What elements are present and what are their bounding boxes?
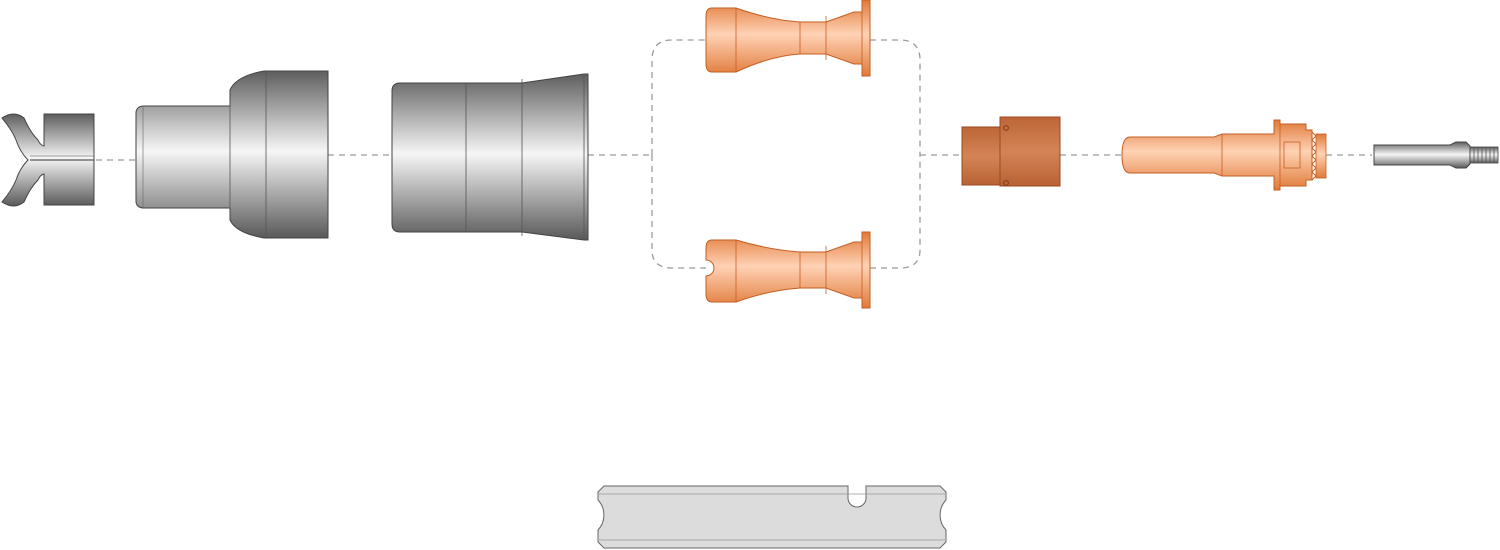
guide-branch-top-right: [870, 39, 921, 155]
swirl-ring-icon: [961, 116, 1061, 187]
removal-tool-icon: [597, 485, 947, 549]
guide-branch-top-left: [651, 39, 706, 155]
retaining-cap-icon: [391, 73, 589, 241]
nozzle-icon: [705, 0, 871, 77]
gas-tube-icon: [1373, 141, 1499, 169]
nozzle-notched-icon: [705, 231, 871, 309]
guide-branch-bottom-left: [651, 155, 706, 269]
shield-cap-icon: [135, 70, 329, 239]
guide-branch-bottom-right: [870, 155, 921, 269]
guide-lines: [96, 39, 1372, 269]
electrode-icon: [1121, 119, 1327, 191]
deflector-cup-icon: [1, 113, 95, 207]
